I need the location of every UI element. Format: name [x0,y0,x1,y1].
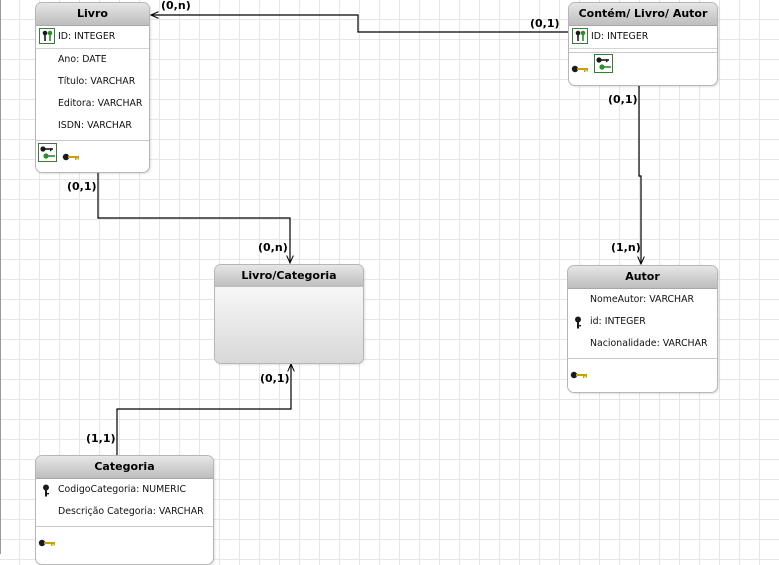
entity-title: Autor [568,266,717,289]
cardinality-livrocategoria-categoria: (0,1) [260,372,290,385]
key-icon [570,365,588,384]
attribute-list: NomeAutor: VARCHAR id: INTEGER Nacionali… [568,289,717,355]
key-icon [38,533,56,552]
entity-title: Contém/ Livro/ Autor [569,3,717,26]
cardinality-livro-contem: (0,n) [161,0,191,12]
connector-categoria-livrocategoria [116,364,291,455]
attribute-row[interactable]: id: INTEGER [568,311,717,333]
attribute-text: ISDN: VARCHAR [58,120,132,131]
attribute-list: CodigoCategoria: NUMERIC Descrição Categ… [36,479,213,523]
attribute-text: Título: VARCHAR [58,76,136,87]
attribute-text: Descrição Categoria: VARCHAR [58,506,204,517]
attribute-text: ID: INTEGER [58,31,116,42]
primary-key-icon [39,28,55,53]
attribute-list: ID: INTEGER [569,26,717,49]
attribute-text: id: INTEGER [590,316,646,327]
cardinality-livrocategoria-livro: (0,n) [258,241,288,254]
attribute-row[interactable]: ID: INTEGER [569,26,717,49]
attribute-row[interactable]: Ano: DATE [36,49,149,71]
attribute-row[interactable]: ID: INTEGER [36,26,149,49]
cardinality-contem-livro: (0,1) [530,17,560,30]
primary-key-icon [574,316,582,338]
attribute-row[interactable]: Nacionalidade: VARCHAR [568,333,717,355]
key-icon [62,147,80,166]
attribute-row[interactable]: Editora: VARCHAR [36,93,149,115]
attribute-row[interactable]: NomeAutor: VARCHAR [568,289,717,311]
cardinality-livro-categoria: (0,1) [67,180,97,193]
cardinality-autor-contem: (1,n) [611,241,641,254]
attribute-text: NomeAutor: VARCHAR [590,294,695,305]
cardinality-contem-autor: (0,1) [608,93,638,106]
entity-keys-section [568,358,717,381]
connector-contem-livro [151,15,568,33]
entity-livro[interactable]: Livro ID: INTEGER Ano: DATE Título: VARC… [35,2,150,173]
entity-contem-livro-autor[interactable]: Contém/ Livro/ Autor ID: INTEGER [568,2,718,86]
entity-keys-section [569,52,717,75]
primary-key-icon [572,28,588,53]
attribute-text: Ano: DATE [58,54,107,65]
attribute-row[interactable]: ISDN: VARCHAR [36,115,149,137]
entity-title: Livro [36,3,149,26]
entity-title: Categoria [36,456,213,479]
attribute-text: Editora: VARCHAR [58,98,143,109]
attribute-list: ID: INTEGER Ano: DATE Título: VARCHAR Ed… [36,26,149,137]
entity-keys-section [36,526,213,549]
key-icon [571,59,589,78]
attribute-text: ID: INTEGER [591,31,649,42]
primary-key-icon [42,484,50,506]
foreign-key-icon [594,54,613,77]
attribute-row[interactable]: CodigoCategoria: NUMERIC [36,479,213,501]
entity-autor[interactable]: Autor NomeAutor: VARCHAR id: INTEGER Nac… [567,265,718,393]
cardinality-categoria-livrocategoria: (1,1) [86,432,116,445]
entity-categoria[interactable]: Categoria CodigoCategoria: NUMERIC Descr… [35,455,214,565]
entity-title: Livro/Categoria [215,265,363,288]
attribute-row[interactable]: Título: VARCHAR [36,71,149,93]
attribute-text: Nacionalidade: VARCHAR [590,338,708,349]
entity-keys-section [36,140,149,163]
entity-livro-categoria[interactable]: Livro/Categoria [214,264,364,364]
entity-body [215,287,363,363]
connector-livro-livrocategoria [97,173,290,263]
canvas-border [0,0,1,554]
attribute-text: CodigoCategoria: NUMERIC [58,484,186,495]
foreign-key-icon [38,143,57,166]
connector-contem-autor [639,86,641,264]
attribute-row[interactable]: Descrição Categoria: VARCHAR [36,501,213,523]
